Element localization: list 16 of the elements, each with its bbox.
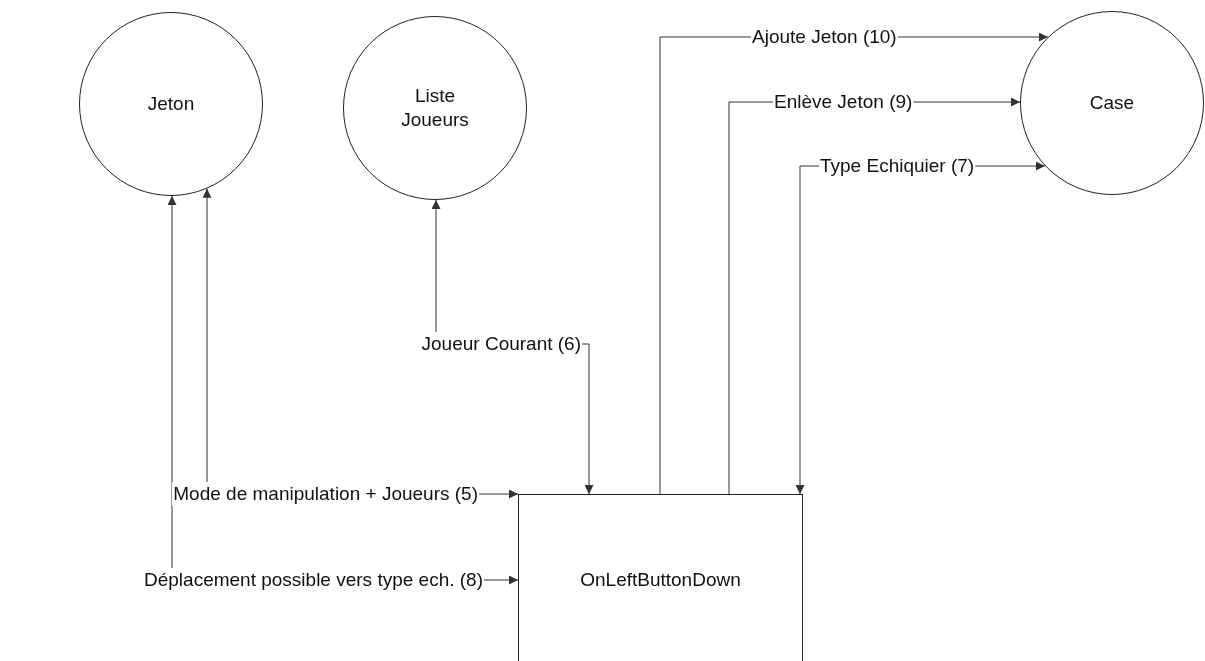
data-flow-label: Mode de manipulation + Joueurs (5) bbox=[172, 482, 479, 506]
flow-arrow bbox=[897, 32, 1049, 42]
flow-arrow bbox=[974, 161, 1046, 171]
flow-arrow bbox=[912, 97, 1021, 107]
flow-arrow bbox=[483, 575, 519, 585]
process-name: OnLeftButtonDown bbox=[580, 569, 741, 592]
flow-arrow bbox=[167, 195, 177, 569]
flow-arrow bbox=[581, 343, 594, 495]
flow-arrow bbox=[795, 165, 820, 495]
flow-arrow bbox=[202, 188, 212, 483]
flow-arrow bbox=[478, 489, 519, 499]
process-name: Jeton bbox=[147, 92, 195, 116]
process-name: Case bbox=[1089, 91, 1135, 115]
process-name: Liste Joueurs bbox=[400, 84, 470, 132]
flow-arrow bbox=[431, 199, 441, 333]
process-box bbox=[518, 494, 803, 661]
